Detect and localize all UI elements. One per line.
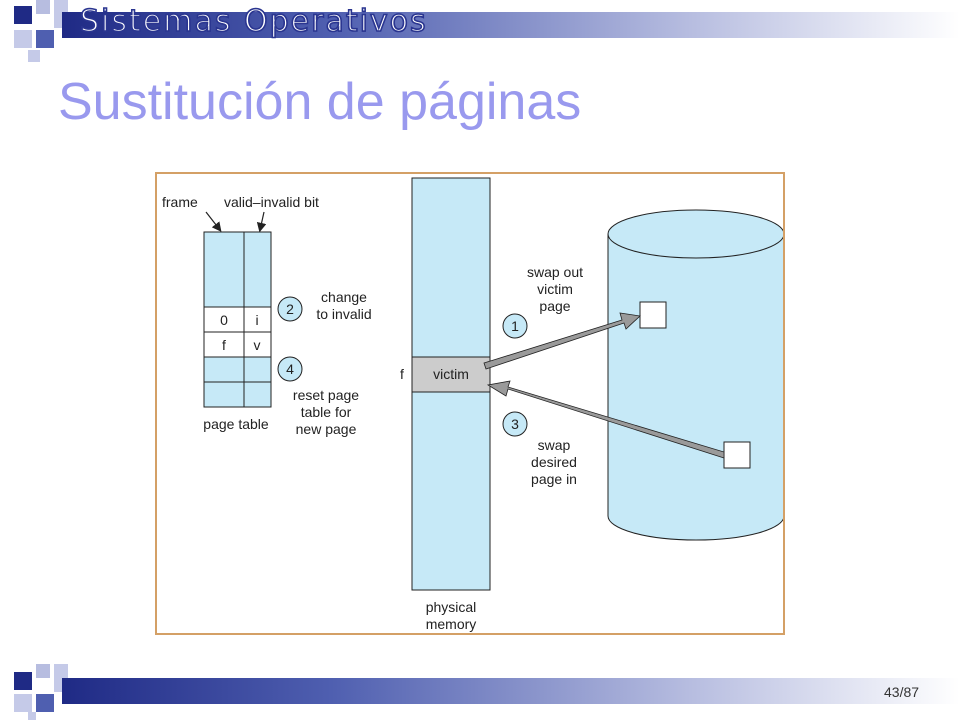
label-page-table: page table [203, 416, 269, 432]
decor-square [14, 30, 32, 48]
header-bar [62, 12, 960, 38]
page-number: 43/87 [884, 684, 920, 700]
swap-in-arrow [486, 380, 725, 459]
victim-frame [411, 356, 491, 393]
step-3-badge [502, 411, 528, 437]
course-title: Sistemas Operativos [79, 3, 428, 40]
figure-frame: frame valid–invalid bit 0 i f v page tab… [155, 172, 785, 635]
page-table-row-2-bit: v [254, 337, 261, 353]
step-4-line-2: table for [301, 404, 352, 420]
step-4-number: 4 [286, 361, 294, 377]
physical-memory-label-1: physical [426, 599, 477, 615]
decor-square [14, 694, 32, 712]
step-4-badge [277, 356, 303, 382]
page-table-row-1-bit: i [255, 312, 258, 328]
frame-pointer-arrow [205, 211, 222, 232]
swap-out-arrow [483, 312, 641, 370]
step-2-line-1: change [321, 289, 367, 305]
step-1-number: 1 [511, 318, 519, 334]
backing-store-disk [607, 209, 785, 541]
step-1-line-2: victim [537, 281, 573, 297]
step-1-badge [502, 313, 528, 339]
label-frame: frame [162, 194, 198, 210]
step-1-line-1: swap out [527, 264, 583, 280]
physical-memory-label-2: memory [426, 616, 477, 632]
victim-label: victim [433, 366, 469, 382]
decor-square [36, 0, 50, 14]
label-valid-invalid-bit: valid–invalid bit [224, 194, 319, 210]
page-table-row-1-frame: 0 [220, 312, 228, 328]
disk-victim-page [639, 301, 667, 329]
disk-desired-page [723, 441, 751, 469]
decor-square [36, 30, 54, 48]
step-2-badge [277, 296, 303, 322]
step-4-line-1: reset page [293, 387, 359, 403]
decor-square [14, 6, 32, 24]
page-table-row-2-frame: f [222, 337, 226, 353]
frame-f-label: f [400, 366, 404, 382]
bit-pointer-arrow [256, 211, 267, 233]
page-replacement-diagram: frame valid–invalid bit 0 i f v page tab… [162, 177, 785, 632]
step-4-line-3: new page [296, 421, 357, 437]
slide-title: Sustitución de páginas [58, 73, 582, 131]
page-table [203, 231, 272, 408]
step-3-line-1: swap [538, 437, 571, 453]
decor-square [28, 712, 36, 720]
step-2-line-2: to invalid [316, 306, 371, 322]
decor-square [14, 672, 32, 690]
step-3-line-2: desired [531, 454, 577, 470]
step-2-number: 2 [286, 301, 294, 317]
step-3-number: 3 [511, 416, 519, 432]
decor-square [28, 50, 40, 62]
decor-square [36, 664, 50, 678]
footer-bar [62, 678, 960, 704]
step-1-line-3: page [539, 298, 570, 314]
decor-square [36, 694, 54, 712]
step-3-line-3: page in [531, 471, 577, 487]
